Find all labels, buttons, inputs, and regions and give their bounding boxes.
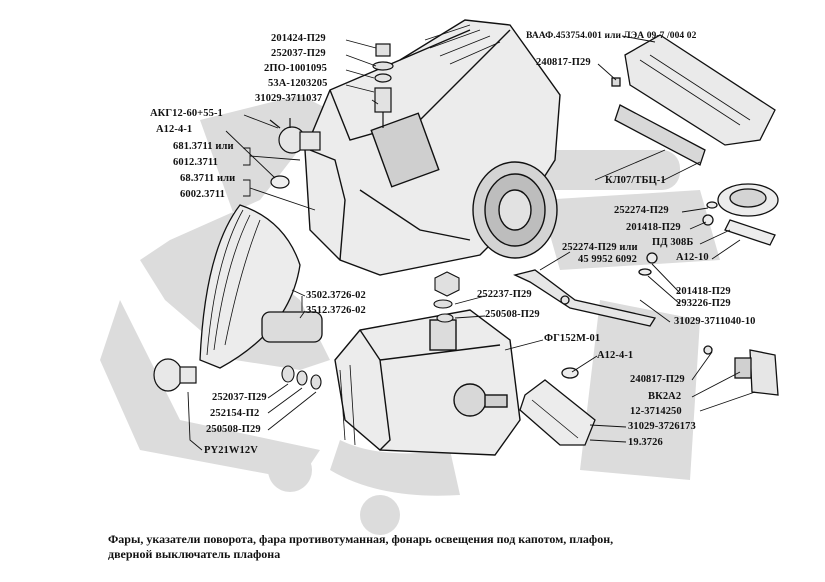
label-252274-p29-right: 252274-П29 [614, 205, 669, 216]
label-252037-p29-bottom: 252037-П29 [212, 392, 267, 403]
label-68-3711: 68.3711 или [180, 173, 236, 184]
label-681-3711: 681.3711 или [173, 141, 234, 152]
label-a12-10: А12-10 [676, 252, 709, 263]
mounting-bracket [513, 269, 657, 327]
label-201418-p29-upper: 201418-П29 [626, 222, 681, 233]
label-vk2a2: ВК2А2 [648, 391, 682, 402]
label-31029-3711040-10: 31029-3711040-10 [674, 316, 756, 327]
label-3502-3726-02: 3502.3726-02 [306, 290, 366, 301]
leader-lines [187, 35, 756, 451]
label-250508-p29-mid: 250508-П29 [485, 309, 540, 320]
label-252237-p29: 252237-П29 [477, 289, 532, 300]
label-vaaf: ВААФ.453754.001 или ЛЭА 09-7 /004 02 [526, 31, 697, 41]
ceiling-lamp [611, 34, 776, 166]
fog-lamp [334, 309, 521, 456]
label-201418-p29-lower: 201418-П29 [676, 286, 731, 297]
label-45-9952-6092: 45 9952 6092 [578, 254, 637, 265]
label-252154-p2: 252154-П2 [210, 408, 260, 419]
label-2po-1001095: 2ПО-1001095 [264, 63, 327, 74]
headlamp-bulb [269, 118, 321, 154]
label-19-3726: 19.3726 [628, 437, 663, 448]
under-hood-lamp [638, 183, 779, 276]
headlamp [304, 19, 561, 276]
label-53a-1203205: 53А-1203205 [268, 78, 328, 89]
caption-line-2: дверной выключатель плафона [108, 547, 281, 561]
side-repeater-lamp [519, 367, 596, 446]
fog-lamp-fasteners [433, 271, 460, 323]
label-12-3714250: 12-3714250 [630, 406, 682, 417]
label-pd308b: ПД 308Б [652, 237, 694, 248]
label-240817-p29-bottom: 240817-П29 [630, 374, 685, 385]
door-switch [703, 345, 779, 396]
label-akg12: АКГ12-60+55-1 [150, 108, 223, 119]
label-3512-3726-02: 3512.3726-02 [306, 305, 366, 316]
label-31029-3711037: 31029-3711037 [255, 93, 323, 104]
label-252037-p29: 252037-П29 [271, 48, 326, 59]
label-250508-p29-bottom: 250508-П29 [206, 424, 261, 435]
caption-line-1: Фары, указатели поворота, фара противоту… [108, 532, 614, 546]
label-201424-p29: 201424-П29 [271, 33, 326, 44]
small-bulb [270, 175, 290, 189]
label-kl07: КЛ07/ТБЦ-1 [605, 175, 666, 186]
indicator-fasteners [281, 365, 322, 390]
label-252274-p29-ili: 252274-П29 или [562, 242, 638, 253]
label-293226-p29: 293226-П29 [676, 298, 731, 309]
label-fg152m-01: ФГ152М-01 [544, 333, 601, 344]
label-6012-3711: 6012.3711 [173, 157, 218, 168]
indicator-bulb [153, 358, 197, 392]
label-a12-4-1-top: А12-4-1 [156, 124, 193, 135]
turn-indicator [199, 204, 323, 369]
adjusting-screw-stack [372, 43, 394, 128]
label-a12-4-1-bottom: А12-4-1 [597, 350, 634, 361]
label-31029-3726173: 31029-3726173 [628, 421, 696, 432]
label-py21w12v: PY21W12V [204, 445, 258, 456]
figure-caption: Фары, указатели поворота, фара противоту… [108, 532, 788, 562]
label-6002-3711: 6002.3711 [180, 189, 225, 200]
label-240817-p29-top: 240817-П29 [536, 57, 591, 68]
